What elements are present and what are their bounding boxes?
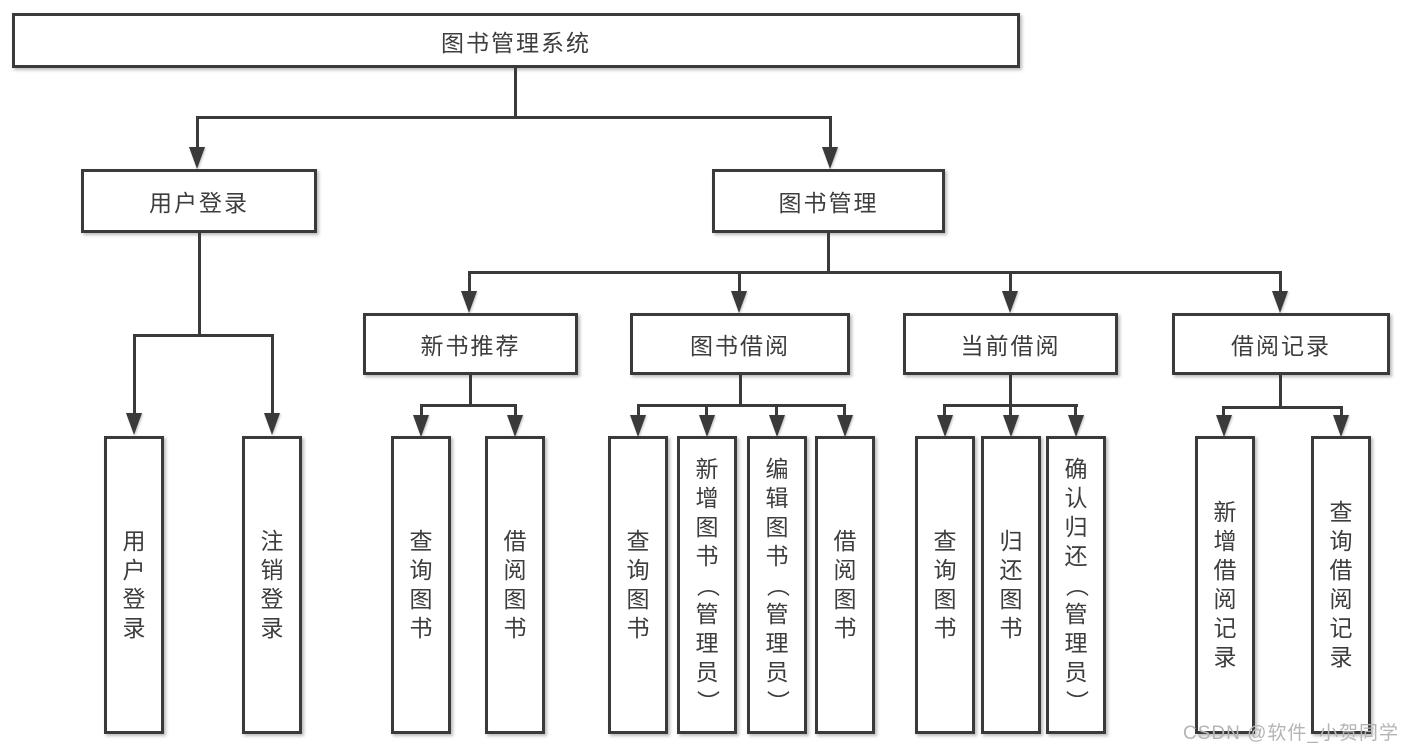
node-new-book-recommend-label: 新书推荐	[420, 333, 521, 359]
arrow-down-icon	[126, 413, 142, 435]
edge-line	[468, 271, 1282, 274]
node-borrow-record: 借阅记录	[1172, 313, 1390, 375]
arrow-down-icon	[822, 147, 838, 169]
leaf-add-borrow-record-label: 新增借阅记录	[1213, 499, 1237, 670]
leaf-return-book: 归还图书	[981, 436, 1041, 734]
arrow-down-icon	[699, 415, 715, 437]
edge-line	[1279, 375, 1282, 409]
node-root-label: 图书管理系统	[441, 29, 591, 56]
edge-line	[775, 404, 778, 416]
leaf-borrow-books-recommend: 借阅图书	[485, 436, 545, 734]
leaf-confirm-return-admin-label: 确认归还（管理员）	[1063, 455, 1090, 713]
leaf-query-books-borrow: 查询图书	[608, 436, 668, 734]
edge-line	[738, 271, 741, 293]
edge-line	[133, 334, 136, 415]
arrow-down-icon	[837, 415, 853, 437]
arrow-down-icon	[630, 415, 646, 437]
arrow-down-icon	[507, 415, 523, 437]
leaf-query-books-current: 查询图书	[915, 436, 975, 734]
edge-line	[637, 404, 846, 407]
node-root: 图书管理系统	[12, 13, 1020, 68]
edge-line	[829, 116, 832, 149]
arrow-down-icon	[1272, 291, 1288, 313]
edge-line	[133, 334, 274, 337]
leaf-borrow-books: 借阅图书	[815, 436, 875, 734]
edge-line	[1222, 406, 1343, 409]
leaf-borrow-books-label: 借阅图书	[833, 528, 857, 641]
leaf-query-books-borrow-label: 查询图书	[626, 528, 650, 641]
edge-line	[637, 404, 640, 416]
node-book-management-label: 图书管理	[778, 190, 879, 216]
edge-line	[1222, 406, 1225, 416]
leaf-return-book-label: 归还图书	[999, 528, 1023, 641]
leaf-query-borrow-record: 查询借阅记录	[1311, 436, 1371, 734]
leaf-query-borrow-record-label: 查询借阅记录	[1329, 499, 1353, 670]
arrow-down-icon	[1333, 415, 1349, 437]
node-user-login-label: 用户登录	[149, 190, 249, 216]
edge-line	[739, 375, 742, 406]
edge-line	[468, 271, 471, 293]
edge-line	[514, 68, 517, 119]
leaf-edit-book-admin-label: 编辑图书（管理员）	[764, 455, 791, 713]
edge-line	[198, 233, 201, 336]
edge-line	[943, 404, 946, 416]
leaf-logout-login-label: 注销登录	[260, 528, 284, 641]
node-borrow-record-label: 借阅记录	[1231, 333, 1331, 359]
node-new-book-recommend: 新书推荐	[363, 313, 578, 375]
arrow-down-icon	[1003, 415, 1019, 437]
leaf-add-borrow-record: 新增借阅记录	[1195, 436, 1255, 734]
arrow-down-icon	[413, 415, 429, 437]
leaf-borrow-books-recommend-label: 借阅图书	[503, 528, 527, 641]
edge-line	[1009, 404, 1012, 416]
watermark: CSDN @软件_小贺同学	[1183, 723, 1399, 744]
edge-line	[1009, 271, 1012, 293]
node-book-management: 图书管理	[712, 169, 945, 233]
arrow-down-icon	[731, 291, 747, 313]
arrow-down-icon	[264, 413, 280, 435]
edge-line	[420, 404, 423, 416]
arrow-down-icon	[461, 291, 477, 313]
edge-line	[1074, 404, 1077, 416]
arrow-down-icon	[937, 415, 953, 437]
edge-line	[469, 375, 472, 406]
edge-line	[705, 404, 708, 416]
node-user-login: 用户登录	[81, 169, 317, 233]
arrow-down-icon	[189, 147, 205, 169]
leaf-query-books-current-label: 查询图书	[933, 528, 957, 641]
node-current-borrow: 当前借阅	[903, 313, 1118, 375]
arrow-down-icon	[769, 415, 785, 437]
edge-line	[1340, 406, 1343, 416]
node-book-borrow-label: 图书借阅	[690, 333, 790, 359]
edge-line	[196, 116, 199, 149]
leaf-query-books-recommend-label: 查询图书	[409, 528, 433, 641]
edge-line	[1279, 271, 1282, 293]
edge-line	[514, 404, 517, 416]
edge-line	[420, 404, 517, 407]
leaf-user-login: 用户登录	[104, 436, 164, 734]
leaf-add-book-admin: 新增图书（管理员）	[677, 436, 737, 734]
edge-line	[196, 116, 832, 119]
leaf-query-books-recommend: 查询图书	[391, 436, 451, 734]
arrow-down-icon	[1216, 415, 1232, 437]
edge-line	[271, 334, 274, 415]
leaf-logout-login: 注销登录	[242, 436, 302, 734]
edge-line	[843, 404, 846, 416]
node-current-borrow-label: 当前借阅	[960, 333, 1061, 359]
edge-line	[827, 233, 830, 273]
arrow-down-icon	[1002, 291, 1018, 313]
leaf-user-login-label: 用户登录	[122, 528, 146, 641]
edge-line	[1009, 375, 1012, 406]
node-book-borrow: 图书借阅	[630, 313, 850, 375]
leaf-add-book-admin-label: 新增图书（管理员）	[694, 455, 721, 713]
leaf-edit-book-admin: 编辑图书（管理员）	[747, 436, 807, 734]
leaf-confirm-return-admin: 确认归还（管理员）	[1046, 436, 1106, 734]
arrow-down-icon	[1068, 415, 1084, 437]
